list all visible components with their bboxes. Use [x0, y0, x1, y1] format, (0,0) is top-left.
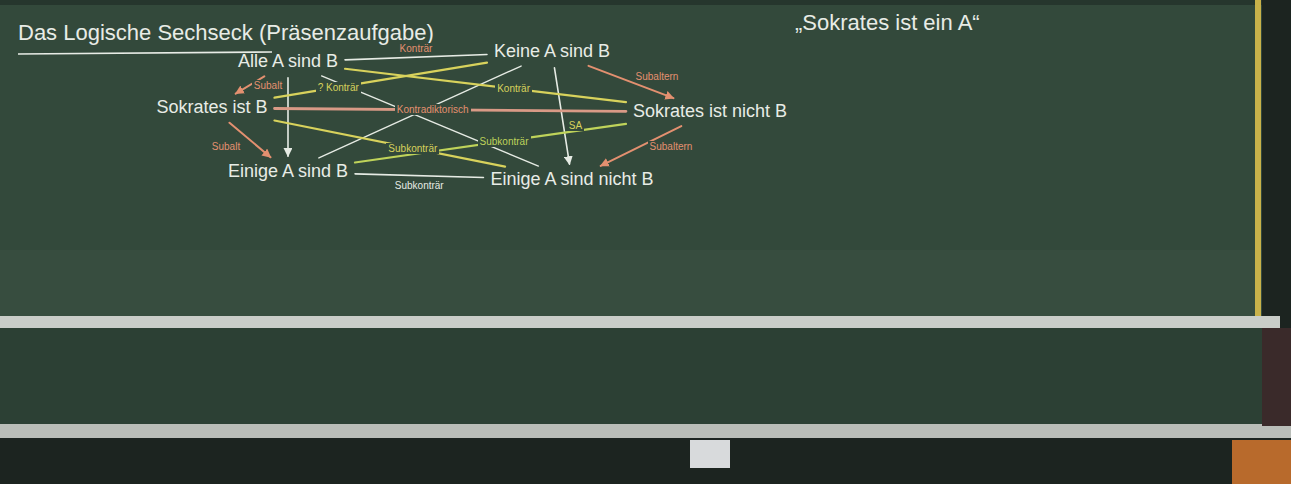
chalk-wash — [0, 250, 1262, 318]
board-upper — [0, 0, 1262, 318]
relation-line — [345, 54, 487, 59]
statement-text: Sokrates ist B — [156, 97, 267, 119]
board-lower — [0, 328, 1262, 426]
board-note: „Sokrates ist ein A“ — [795, 10, 980, 36]
relation-label: Subkonträr — [478, 136, 531, 147]
relation-label: Subkonträr — [393, 180, 446, 191]
statement-node: Keine A sind B — [490, 39, 614, 65]
statement-text: Einige A sind nicht B — [490, 169, 653, 191]
statement-text: Sokrates ist nicht B — [633, 101, 787, 123]
statement-node: Einige A sind B — [224, 159, 352, 185]
relation-label: Subaltern — [634, 71, 681, 82]
relation-line — [355, 124, 626, 163]
chalk-ledge — [0, 316, 1280, 328]
relation-label: Subalt — [210, 141, 242, 152]
statement-text: Einige A sind B — [228, 161, 348, 183]
relation-line — [287, 78, 289, 156]
statement-node: Sokrates ist B — [152, 95, 271, 121]
board-title: Das Logische Sechseck (Präsenzaufgabe) — [18, 20, 434, 46]
relation-label: Kontradiktorisch — [395, 104, 471, 115]
relation-line — [274, 120, 505, 166]
relation-line — [345, 69, 626, 102]
statement-node: Alle A sind B — [234, 49, 342, 75]
statement-text: Alle A sind B — [238, 51, 338, 73]
chalk-ledge — [0, 424, 1291, 438]
relation-label: Subaltern — [648, 141, 695, 152]
relation-label: SA — [567, 120, 584, 131]
board-edge-strip — [1255, 0, 1261, 318]
title-underline — [18, 52, 272, 54]
relation-label: Konträr — [398, 43, 435, 54]
relation-label: ? Konträr — [316, 82, 361, 93]
statement-node: Sokrates ist nicht B — [629, 99, 791, 125]
relation-line — [355, 174, 483, 178]
statement-text: Keine A sind B — [494, 41, 610, 63]
relation-label: Subalt — [252, 80, 284, 91]
desk-corner — [1232, 440, 1291, 484]
board-side — [1262, 328, 1291, 426]
relation-label: Konträr — [495, 83, 532, 94]
board-frame — [0, 0, 1262, 5]
statement-node: Einige A sind nicht B — [486, 167, 657, 193]
relation-line — [554, 68, 569, 164]
device — [690, 440, 730, 468]
relation-label: Subkonträr — [386, 143, 439, 154]
